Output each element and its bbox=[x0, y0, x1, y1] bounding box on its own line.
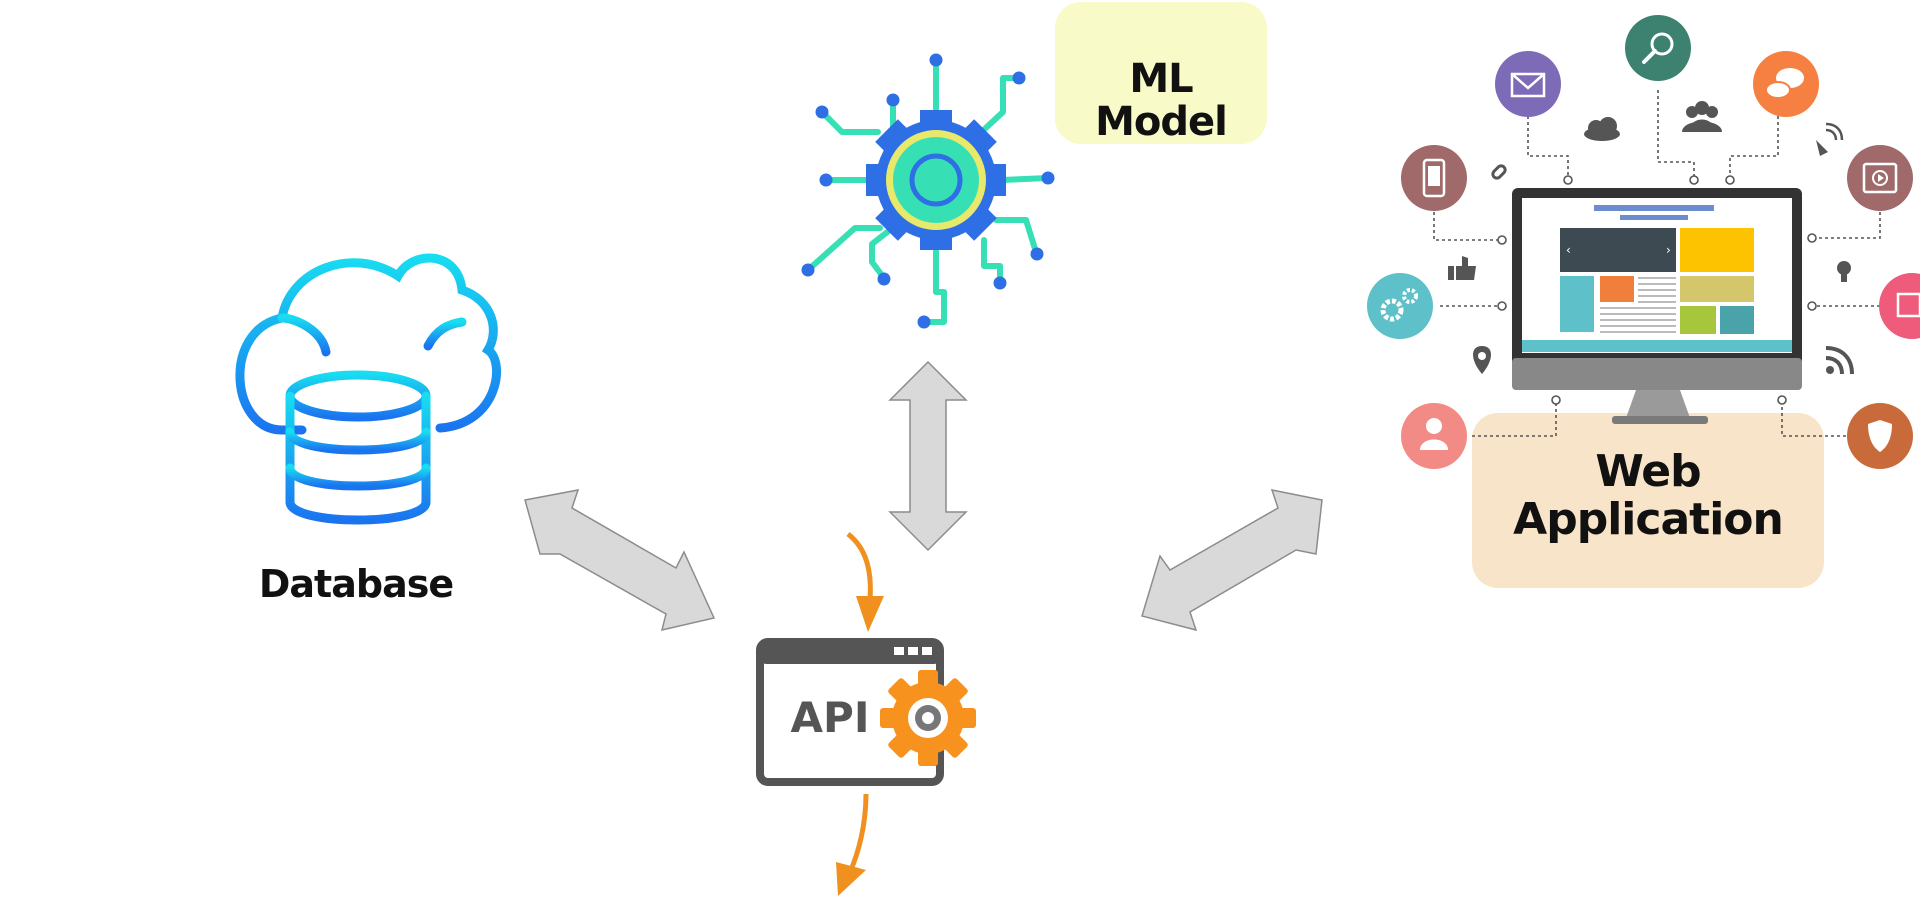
rss-icon bbox=[1825, 346, 1854, 375]
api-output-flow-arrow bbox=[836, 793, 869, 896]
ml-model-label-line2: Model bbox=[1095, 99, 1228, 146]
email-icon bbox=[1495, 51, 1561, 117]
api-label: API bbox=[791, 693, 870, 742]
database-label: Database bbox=[258, 562, 454, 606]
link-icon bbox=[1491, 164, 1507, 180]
chat-icon bbox=[1753, 51, 1819, 117]
thumbs-up-icon bbox=[1448, 256, 1476, 280]
svg-text:‹: ‹ bbox=[1566, 243, 1571, 257]
location-pin-icon bbox=[1473, 346, 1491, 374]
video-icon bbox=[1847, 145, 1913, 211]
mobile-icon bbox=[1401, 145, 1467, 211]
settings-icon bbox=[1367, 273, 1433, 339]
user-icon bbox=[1401, 403, 1467, 469]
api-window-gear-icon: API bbox=[756, 638, 976, 786]
shield-icon bbox=[1847, 403, 1913, 469]
cloud-icon bbox=[1584, 117, 1620, 141]
arrow-database-api bbox=[524, 489, 716, 632]
ml-model-label-line1: ML bbox=[1129, 56, 1193, 102]
group-icon bbox=[1682, 101, 1722, 132]
web-application-label-line2: Application bbox=[1513, 493, 1784, 545]
svg-text:›: › bbox=[1666, 243, 1671, 257]
ml-model-label-box bbox=[1055, 2, 1267, 144]
web-application-label-box bbox=[1472, 413, 1824, 588]
cloud-database-icon bbox=[235, 253, 501, 525]
arrow-web-api bbox=[1141, 489, 1323, 632]
search-icon bbox=[1625, 15, 1691, 81]
web-application-label-line1: Web bbox=[1595, 446, 1701, 497]
lightbulb-icon bbox=[1837, 261, 1851, 282]
web-application-label: Web Application bbox=[1472, 448, 1824, 543]
ml-model-label: ML Model bbox=[1090, 56, 1232, 146]
monitor-web-icon: ‹ › bbox=[1367, 15, 1920, 469]
satellite-icon bbox=[1816, 122, 1844, 156]
api-input-flow-arrow bbox=[846, 532, 884, 632]
image-icon bbox=[1879, 273, 1920, 339]
circuit-gear-icon bbox=[801, 53, 1055, 329]
arrow-ml-api bbox=[888, 360, 968, 552]
